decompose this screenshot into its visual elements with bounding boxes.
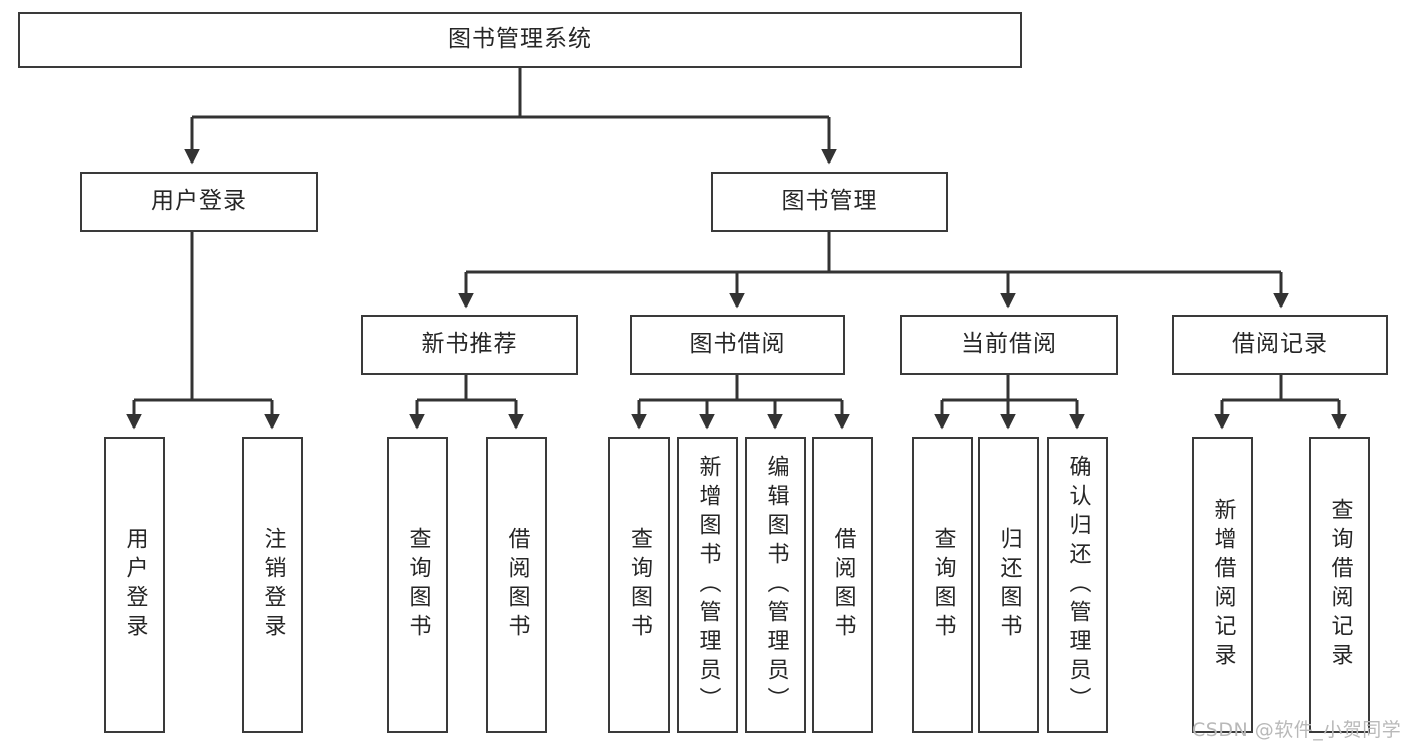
- node-leaf-add-borrow-record[interactable]: 新增借阅记录: [1192, 437, 1253, 733]
- node-leaf-query-book-recommend[interactable]: 查询图书: [387, 437, 448, 733]
- node-leaf-user-login[interactable]: 用户登录: [104, 437, 165, 733]
- node-current-borrow[interactable]: 当前借阅: [900, 315, 1118, 375]
- node-root-book-management-system[interactable]: 图书管理系统: [18, 12, 1022, 68]
- node-leaf-query-book-current[interactable]: 查询图书: [912, 437, 973, 733]
- leaf-label: 注销登录: [260, 527, 286, 643]
- leaf-label: 借阅图书: [504, 527, 530, 643]
- node-book-management[interactable]: 图书管理: [711, 172, 948, 232]
- node-leaf-borrow-book[interactable]: 借阅图书: [812, 437, 873, 733]
- node-book-borrow[interactable]: 图书借阅: [630, 315, 845, 375]
- leaf-label: 用户登录: [122, 527, 148, 643]
- leaf-label: 新增借阅记录: [1210, 498, 1236, 672]
- leaf-label: 确认归还（管理员）: [1065, 454, 1091, 716]
- leaf-label: 查询图书: [627, 527, 652, 643]
- node-user-login[interactable]: 用户登录: [80, 172, 318, 232]
- node-leaf-return-book[interactable]: 归还图书: [978, 437, 1039, 733]
- node-leaf-user-logout[interactable]: 注销登录: [242, 437, 303, 733]
- node-leaf-borrow-book-recommend[interactable]: 借阅图书: [486, 437, 547, 733]
- node-leaf-query-borrow-record[interactable]: 查询借阅记录: [1309, 437, 1370, 733]
- node-leaf-confirm-return[interactable]: 确认归还（管理员）: [1047, 437, 1108, 733]
- leaf-label: 查询图书: [405, 527, 431, 643]
- node-new-book-recommend[interactable]: 新书推荐: [361, 315, 578, 375]
- leaf-label: 查询图书: [930, 527, 956, 643]
- node-leaf-query-book-borrow[interactable]: 查询图书: [608, 437, 670, 733]
- leaf-label: 归还图书: [996, 527, 1022, 643]
- csdn-watermark: CSDN @软件_小贺同学: [1192, 719, 1402, 741]
- node-borrow-record[interactable]: 借阅记录: [1172, 315, 1388, 375]
- leaf-label: 查询借阅记录: [1327, 498, 1353, 672]
- leaf-label: 借阅图书: [830, 527, 856, 643]
- leaf-label: 编辑图书（管理员）: [763, 454, 789, 716]
- leaf-label: 新增图书（管理员）: [695, 454, 721, 716]
- node-leaf-add-book[interactable]: 新增图书（管理员）: [677, 437, 738, 733]
- node-leaf-edit-book[interactable]: 编辑图书（管理员）: [745, 437, 806, 733]
